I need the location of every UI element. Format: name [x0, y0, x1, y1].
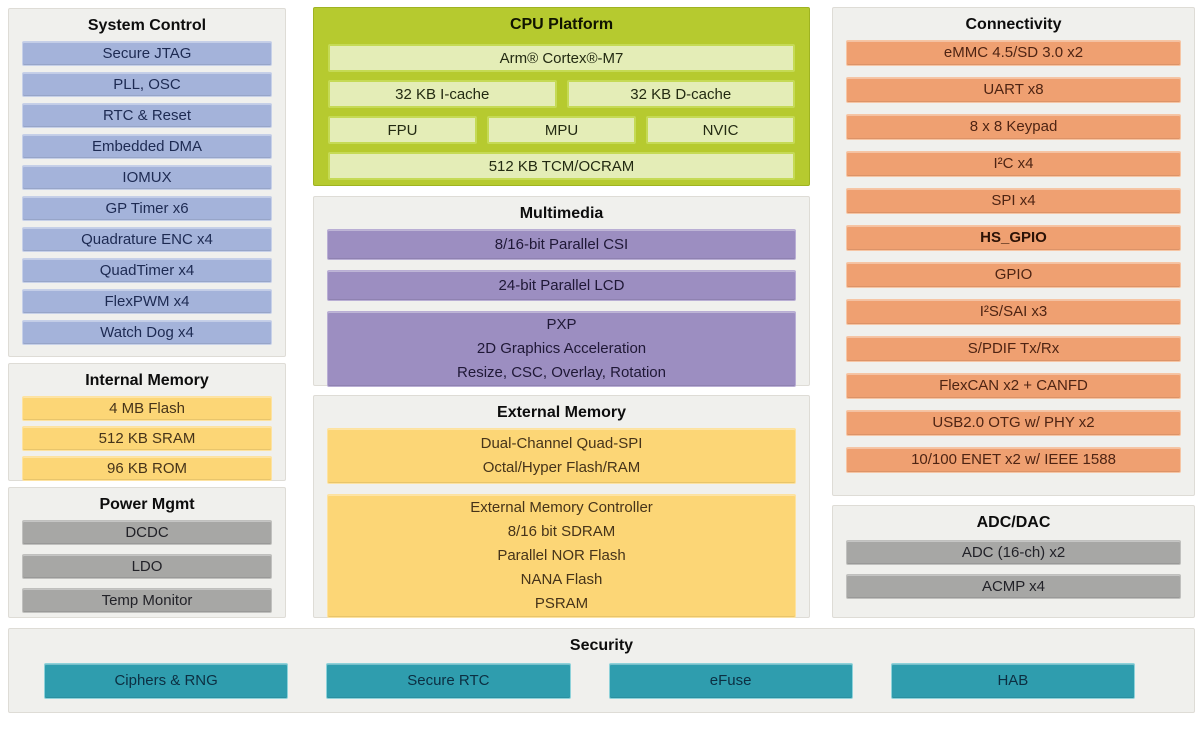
block-rtc-reset: RTC & Reset: [22, 103, 272, 128]
security-title: Security: [569, 637, 634, 654]
block-hs-gpio: HS_GPIO: [846, 225, 1181, 251]
pxp-line-3: Resize, CSC, Overlay, Rotation: [457, 364, 666, 381]
panel-security: Security Ciphers & RNG Secure RTC eFuse …: [8, 628, 1195, 713]
block-iomux: IOMUX: [22, 165, 272, 190]
quad-spi-line-1: Dual-Channel Quad-SPI: [480, 435, 643, 452]
block-keypad: 8 x 8 Keypad: [846, 114, 1181, 140]
block-secure-rtc: Secure RTC: [326, 663, 571, 699]
block-quadtimer: QuadTimer x4: [22, 258, 272, 283]
block-dcache: 32 KB D-cache: [566, 80, 795, 108]
panel-cpu-platform: CPU Platform Arm® Cortex®-M7 32 KB I-cac…: [313, 7, 810, 186]
block-pll-osc: PLL, OSC: [22, 72, 272, 97]
block-flexcan: FlexCAN x2 + CANFD: [846, 373, 1181, 399]
block-dcdc: DCDC: [22, 520, 272, 545]
block-gpio: GPIO: [846, 262, 1181, 288]
block-ciphers-rng: Ciphers & RNG: [44, 663, 289, 699]
block-flash: 4 MB Flash: [22, 396, 272, 421]
block-adc: ADC (16-ch) x2: [846, 540, 1181, 565]
block-spdif: S/PDIF Tx/Rx: [846, 336, 1181, 362]
block-watchdog: Watch Dog x4: [22, 320, 272, 345]
block-parallel-lcd: 24-bit Parallel LCD: [327, 270, 796, 301]
emc-line-1: External Memory Controller: [470, 499, 653, 516]
block-embedded-dma: Embedded DMA: [22, 134, 272, 159]
block-ldo: LDO: [22, 554, 272, 579]
multimedia-title: Multimedia: [519, 205, 604, 222]
block-emmc-sd: eMMC 4.5/SD 3.0 x2: [846, 40, 1181, 66]
block-temp-monitor: Temp Monitor: [22, 588, 272, 613]
quad-spi-line-2: Octal/Hyper Flash/RAM: [482, 459, 641, 476]
panel-multimedia: Multimedia 8/16-bit Parallel CSI 24-bit …: [313, 196, 810, 387]
block-quad-spi: Dual-Channel Quad-SPI Octal/Hyper Flash/…: [327, 428, 796, 484]
block-enet: 10/100 ENET x2 w/ IEEE 1588: [846, 447, 1181, 473]
block-ext-mem-controller: External Memory Controller 8/16 bit SDRA…: [327, 494, 796, 618]
emc-line-2: 8/16 bit SDRAM: [507, 523, 616, 540]
system-control-title: System Control: [87, 17, 207, 34]
block-rom: 96 KB ROM: [22, 456, 272, 481]
block-i2c: I²C x4: [846, 151, 1181, 177]
block-cortex-m7: Arm® Cortex®-M7: [328, 44, 795, 72]
block-secure-jtag: Secure JTAG: [22, 41, 272, 66]
emc-line-4: NANA Flash: [520, 571, 603, 588]
block-fpu: FPU: [328, 116, 477, 144]
block-nvic: NVIC: [646, 116, 795, 144]
emc-line-5: PSRAM: [534, 595, 589, 612]
internal-memory-title: Internal Memory: [85, 372, 209, 389]
panel-adc-dac: ADC/DAC ADC (16-ch) x2 ACMP x4: [832, 505, 1195, 618]
block-usb-otg: USB2.0 OTG w/ PHY x2: [846, 410, 1181, 436]
block-spi: SPI x4: [846, 188, 1181, 214]
pxp-line-2: 2D Graphics Acceleration: [476, 340, 647, 357]
panel-internal-memory: Internal Memory 4 MB Flash 512 KB SRAM 9…: [8, 363, 286, 481]
block-pxp: PXP 2D Graphics Acceleration Resize, CSC…: [327, 311, 796, 387]
block-i2s-sai: I²S/SAI x3: [846, 299, 1181, 325]
adc-dac-title: ADC/DAC: [976, 514, 1051, 531]
panel-external-memory: External Memory Dual-Channel Quad-SPI Oc…: [313, 395, 810, 618]
block-quadrature-enc: Quadrature ENC x4: [22, 227, 272, 252]
block-parallel-csi: 8/16-bit Parallel CSI: [327, 229, 796, 260]
security-blocks-row: Ciphers & RNG Secure RTC eFuse HAB: [22, 661, 1181, 699]
block-flexpwm: FlexPWM x4: [22, 289, 272, 314]
panel-connectivity: Connectivity eMMC 4.5/SD 3.0 x2 UART x8 …: [832, 7, 1195, 496]
external-memory-title: External Memory: [497, 404, 626, 421]
block-efuse: eFuse: [608, 663, 853, 699]
pxp-line-1: PXP: [546, 316, 577, 333]
cpu-cache-row: 32 KB I-cache 32 KB D-cache: [328, 80, 795, 108]
block-icache: 32 KB I-cache: [328, 80, 557, 108]
emc-line-3: Parallel NOR Flash: [497, 547, 626, 564]
block-uart: UART x8: [846, 77, 1181, 103]
power-mgmt-title: Power Mgmt: [99, 496, 195, 513]
block-sram: 512 KB SRAM: [22, 426, 272, 451]
block-tcm-ocram: 512 KB TCM/OCRAM: [328, 152, 795, 180]
cpu-units-row: FPU MPU NVIC: [328, 116, 795, 144]
block-hab: HAB: [890, 663, 1135, 699]
connectivity-title: Connectivity: [965, 16, 1062, 33]
block-acmp: ACMP x4: [846, 574, 1181, 599]
panel-system-control: System Control Secure JTAG PLL, OSC RTC …: [8, 8, 286, 357]
block-mpu: MPU: [487, 116, 636, 144]
panel-power-mgmt: Power Mgmt DCDC LDO Temp Monitor: [8, 487, 286, 618]
block-gp-timer: GP Timer x6: [22, 196, 272, 221]
cpu-platform-title: CPU Platform: [509, 16, 614, 33]
